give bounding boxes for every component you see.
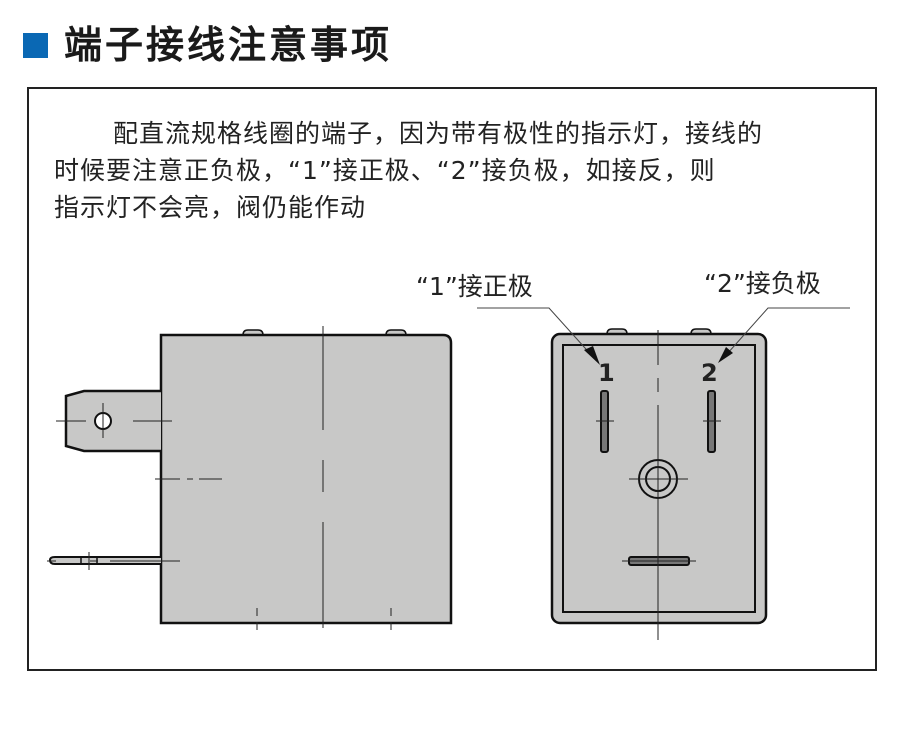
- content-frame: [27, 87, 877, 671]
- coil-front-view: [550, 328, 768, 625]
- section-marker-icon: [23, 33, 48, 58]
- paragraph-line-3: 指示灯不会亮，阀仍能作动: [54, 193, 367, 222]
- label-positive: “1”接正极: [416, 272, 533, 301]
- arrow-1-icon: [584, 346, 600, 365]
- section-title: 端子接线注意事项: [64, 23, 393, 67]
- paragraph-line-1: 配直流规格线圈的端子，因为带有极性的指示灯，接线的: [113, 119, 764, 148]
- pin-1-number: 1: [598, 359, 615, 387]
- pin-2-number: 2: [701, 359, 718, 387]
- centerlines-side: [47, 326, 392, 630]
- coil-side-view: [48, 329, 453, 625]
- leader-lines: [477, 307, 850, 359]
- arrow-2-icon: [718, 347, 733, 363]
- paragraph-line-2: 时候要注意正负极，“1”接正极、“2”接负极，如接反，则: [54, 156, 716, 185]
- pin-terminal: [48, 556, 161, 565]
- label-negative: “2”接负极: [704, 269, 821, 298]
- centerlines-front: [596, 330, 721, 640]
